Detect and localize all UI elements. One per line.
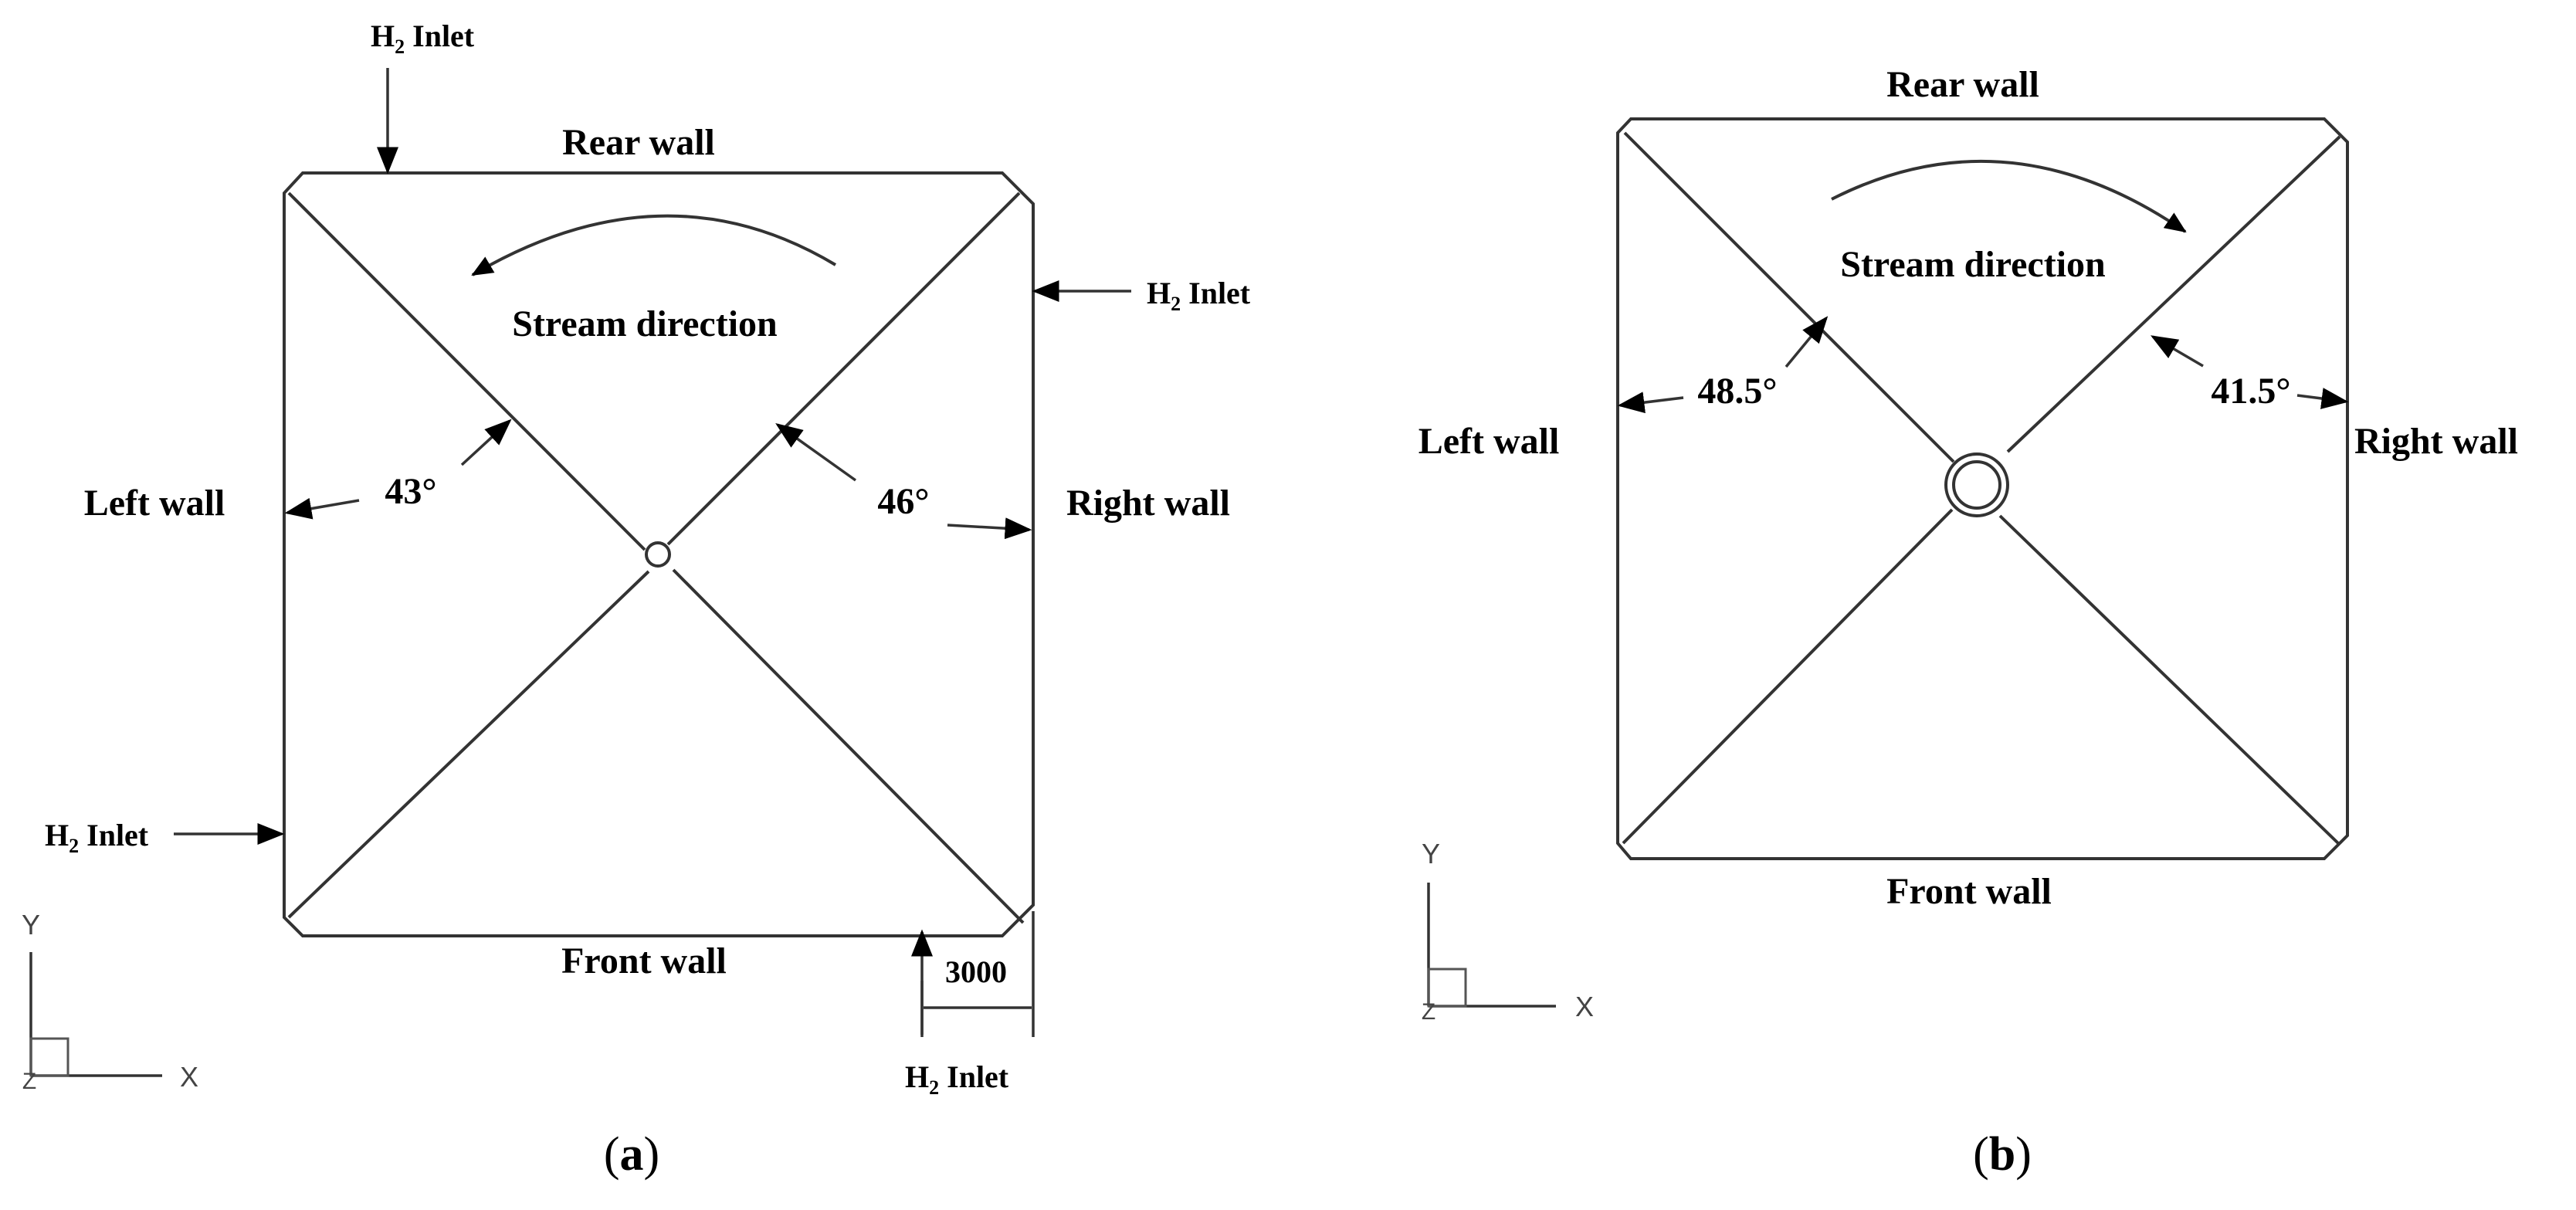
axis-y-label: Y bbox=[1422, 838, 1440, 869]
angle-left-arrow-jet-a bbox=[460, 419, 512, 466]
svg-text:H2 Inlet: H2 Inlet bbox=[1147, 276, 1251, 315]
right-wall-label-b: Right wall bbox=[2354, 421, 2518, 462]
axis-y-label: Y bbox=[22, 909, 40, 941]
front-wall-label-b: Front wall bbox=[1886, 871, 2052, 912]
h2-subscript: 2 bbox=[69, 835, 79, 857]
z-axis-box bbox=[29, 1037, 69, 1077]
axis-triad-a: Y X Z bbox=[22, 909, 198, 1094]
h2-subscript: 2 bbox=[395, 36, 405, 58]
axis-triad-b: Y X Z bbox=[1422, 838, 1594, 1025]
jet-line-rear-left-a bbox=[287, 191, 646, 551]
inlet-word: Inlet bbox=[79, 818, 149, 852]
angle-right-arrow-jet-a bbox=[775, 422, 857, 482]
inlet-word: Inlet bbox=[405, 19, 475, 53]
panel-b: Stream direction Rear wall Front wall Le… bbox=[1418, 64, 2518, 1181]
angle-right-b: 41.5° bbox=[2211, 371, 2290, 412]
stream-label-a: Stream direction bbox=[512, 303, 778, 344]
jet-line-rear-right-b bbox=[2006, 135, 2341, 453]
furnace-outline-a bbox=[283, 171, 1035, 937]
axis-x-label: X bbox=[1575, 991, 1594, 1022]
axis-z-label: Z bbox=[1422, 999, 1435, 1025]
angle-left-arrow-wall-a bbox=[284, 497, 360, 520]
z-axis-box bbox=[1427, 968, 1467, 1008]
svg-text:H2 Inlet: H2 Inlet bbox=[371, 19, 475, 58]
center-circle-a bbox=[645, 541, 671, 568]
jet-line-front-right-a bbox=[672, 568, 1025, 924]
left-wall-label-b: Left wall bbox=[1418, 421, 1560, 462]
jet-line-front-left-a bbox=[287, 570, 650, 919]
angle-right-arrow-wall-b bbox=[2296, 388, 2349, 409]
caption-b: (b) bbox=[1973, 1128, 2032, 1181]
right-wall-label-a: Right wall bbox=[1066, 483, 1230, 524]
h2-inlet-right-a: H2 Inlet bbox=[1032, 276, 1251, 315]
h2-symbol: H bbox=[905, 1059, 929, 1094]
jet-line-front-left-b bbox=[1622, 508, 1954, 845]
angle-right-a: 46° bbox=[877, 481, 929, 522]
angle-left-arrow-jet-b bbox=[1785, 316, 1829, 368]
svg-text:H2 Inlet: H2 Inlet bbox=[45, 818, 149, 857]
front-wall-label-a: Front wall bbox=[561, 941, 727, 981]
axis-x-label: X bbox=[180, 1061, 198, 1093]
stream-arrow-b bbox=[1831, 159, 2187, 233]
panel-a: Stream direction Rear wall Front wall Le… bbox=[22, 19, 1251, 1181]
left-wall-label-a: Left wall bbox=[84, 483, 225, 524]
jet-line-rear-right-a bbox=[666, 191, 1021, 546]
center-circle-outer-b bbox=[1944, 452, 2009, 517]
furnace-outline-b bbox=[1616, 117, 2349, 860]
angle-left-b: 48.5° bbox=[1697, 371, 1777, 412]
dimension-3000: 3000 bbox=[945, 954, 1007, 989]
h2-inlet-bottom-a: 3000 H2 Inlet bbox=[905, 911, 1035, 1099]
h2-symbol: H bbox=[1147, 276, 1171, 310]
angle-right-arrow-jet-b bbox=[2150, 335, 2204, 368]
svg-text:H2 Inlet: H2 Inlet bbox=[905, 1059, 1009, 1099]
h2-subscript: 2 bbox=[929, 1076, 939, 1099]
h2-symbol: H bbox=[371, 19, 395, 53]
angle-left-a: 43° bbox=[385, 471, 436, 512]
stream-arrow-a bbox=[471, 214, 837, 276]
angle-right-arrow-wall-a bbox=[947, 517, 1032, 540]
jet-line-rear-left-b bbox=[1623, 131, 1955, 463]
caption-a: (a) bbox=[604, 1128, 659, 1181]
inlet-word: Inlet bbox=[1181, 276, 1251, 310]
rear-wall-label-b: Rear wall bbox=[1886, 64, 2039, 105]
rear-wall-label-a: Rear wall bbox=[562, 122, 715, 163]
h2-subscript: 2 bbox=[1171, 293, 1181, 315]
center-circle-inner-b bbox=[1952, 460, 2001, 510]
h2-inlet-top-a: H2 Inlet bbox=[371, 19, 475, 175]
axis-z-label: Z bbox=[22, 1069, 36, 1094]
angle-left-arrow-wall-b bbox=[1617, 391, 1684, 414]
jet-line-front-right-b bbox=[1998, 514, 2340, 845]
h2-symbol: H bbox=[45, 818, 69, 852]
stream-label-b: Stream direction bbox=[1840, 244, 2106, 285]
inlet-word: Inlet bbox=[939, 1059, 1009, 1094]
h2-inlet-left-a: H2 Inlet bbox=[45, 818, 285, 857]
